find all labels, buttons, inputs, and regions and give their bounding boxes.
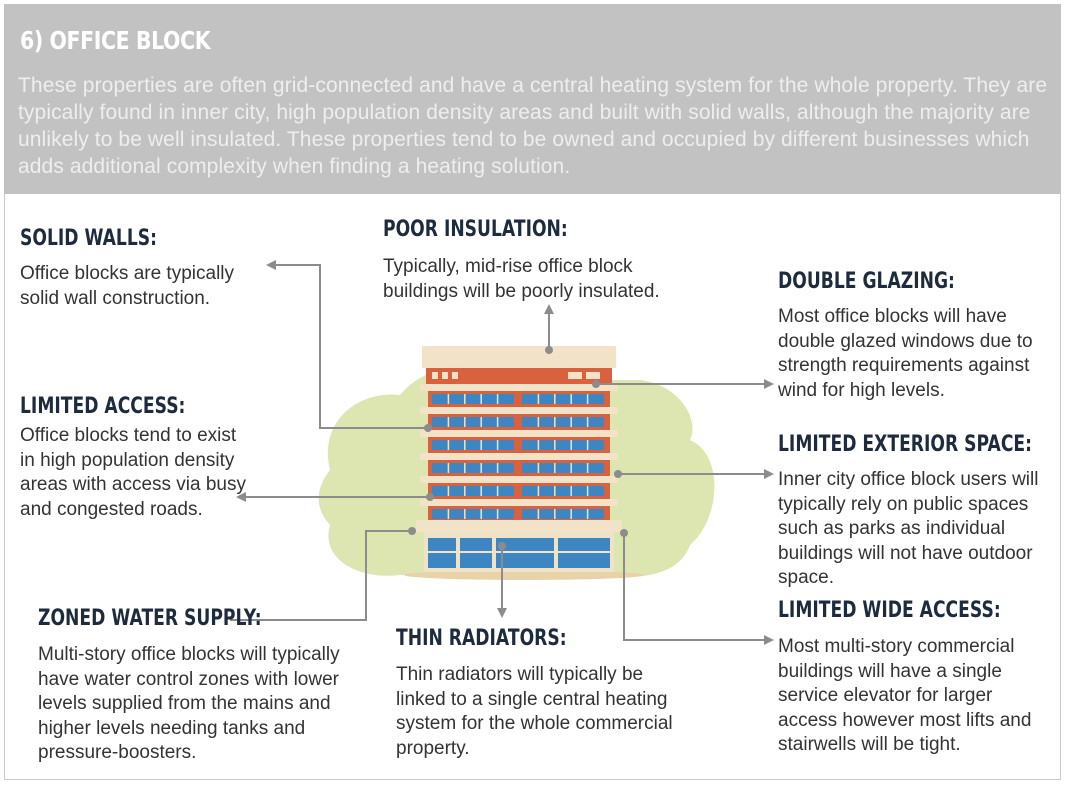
poor-insulation-text: Typically, mid-rise office block buildin…	[383, 256, 660, 302]
window-strip	[522, 486, 604, 496]
window-strip	[432, 394, 514, 404]
floor-slab	[420, 476, 618, 483]
solid-walls-connector	[272, 264, 428, 429]
zoned-water-connector	[230, 530, 412, 621]
limited-access-text: Office blocks tend to exist in high popu…	[20, 425, 246, 520]
limited-exterior-space-heading: LIMITED EXTERIOR SPACE:	[778, 432, 1032, 457]
arrow-icon	[764, 379, 774, 389]
floor-slab	[420, 499, 618, 506]
intro-paragraph: These properties are often grid-connecte…	[18, 74, 1048, 178]
solid-walls-text: Office blocks are typically solid wall c…	[20, 263, 235, 309]
limited-exterior-space-text: Inner city office block users will typic…	[778, 469, 1039, 588]
solid-walls-heading: SOLID WALLS:	[20, 226, 158, 251]
window-strip	[522, 394, 604, 404]
floor-slab	[420, 407, 618, 414]
window-strip	[522, 440, 604, 450]
window-strip	[432, 486, 514, 496]
limited-access-heading: LIMITED ACCESS:	[20, 394, 186, 419]
floor-slab	[420, 453, 618, 460]
building-floors	[420, 384, 618, 522]
page-title: 6) OFFICE BLOCK	[20, 26, 211, 55]
window-strip	[432, 509, 514, 519]
poor-insulation-heading: POOR INSULATION:	[383, 217, 568, 242]
limited-wide-access-text: Most multi-story commercial buildings wi…	[778, 636, 1032, 755]
window-strip	[522, 463, 604, 473]
thin-radiators-text: Thin radiators will typically be linked …	[396, 664, 673, 759]
connector-lines	[230, 264, 768, 641]
thin-radiators-heading: THIN RADIATORS:	[396, 626, 567, 651]
connector-dots	[408, 346, 628, 550]
ground-shadow	[404, 570, 644, 580]
floor-slab	[420, 384, 618, 391]
wide-access-connector	[623, 533, 768, 641]
arrow-icon	[497, 608, 507, 618]
zoned-water-supply-text: Multi-story office blocks will typically…	[38, 644, 340, 763]
roof-band	[426, 368, 612, 384]
double-glazing-text: Most office blocks will have double glaz…	[778, 306, 1033, 401]
arrow-icon	[764, 635, 774, 645]
arrow-icon	[236, 492, 246, 502]
floor-slab	[420, 430, 618, 437]
roof-parapet	[422, 346, 616, 368]
ground-floor-slab	[416, 520, 622, 532]
window-strip	[432, 440, 514, 450]
limited-wide-access-heading: LIMITED WIDE ACCESS:	[778, 598, 1001, 623]
double-glazing-heading: DOUBLE GLAZING:	[778, 269, 955, 294]
window-strip	[522, 417, 604, 427]
arrow-icon	[266, 260, 276, 270]
header-banner: 6) OFFICE BLOCK These properties are oft…	[4, 4, 1061, 194]
arrow-icon	[764, 469, 774, 479]
arrow-icon	[544, 304, 554, 314]
connector-arrowheads	[236, 260, 774, 645]
zoned-water-supply-heading: ZONED WATER SUPPLY:	[38, 606, 262, 631]
window-strip	[522, 509, 604, 519]
window-strip	[432, 463, 514, 473]
window-strip	[432, 417, 514, 427]
